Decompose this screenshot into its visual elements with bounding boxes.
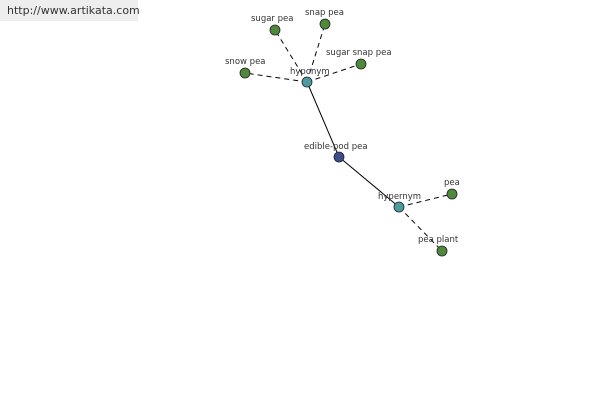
edge-hyponym-sugar-pea — [274, 29, 308, 83]
node-hyponym[interactable] — [301, 76, 313, 88]
edge-center-hyponym — [306, 81, 340, 158]
node-center[interactable] — [333, 151, 345, 163]
node-sugar-pea[interactable] — [269, 24, 281, 36]
edges-layer — [244, 23, 453, 252]
edge-hyponym-snow-pea — [244, 72, 308, 83]
edge-hyponym-sugar-snap-pea — [306, 63, 362, 83]
edge-center-hypernym — [338, 156, 400, 208]
node-label-pea[interactable]: pea — [444, 178, 460, 188]
nodes-layer — [239, 18, 458, 257]
node-label-pea-plant[interactable]: pea plant — [418, 235, 459, 245]
node-snap-pea[interactable] — [319, 18, 331, 30]
node-label-sugar-snap-pea[interactable]: sugar snap pea — [326, 48, 392, 58]
edge-hypernym-pea — [398, 193, 453, 208]
url-banner[interactable]: http://www.artikata.com — [0, 0, 140, 21]
edge-hypernym-pea-plant — [398, 206, 443, 252]
node-hypernym[interactable] — [393, 201, 405, 213]
node-label-hyponym[interactable]: hyponym — [290, 67, 330, 77]
node-label-center[interactable]: edible-pod pea — [304, 142, 368, 152]
node-snow-pea[interactable] — [239, 67, 251, 79]
node-label-sugar-pea[interactable]: sugar pea — [251, 14, 293, 24]
labels-layer: edible-pod pea hyponym hypernym sugar pea sn… — [225, 8, 460, 245]
node-sugar-snap-pea[interactable] — [355, 58, 367, 70]
node-label-snow-pea[interactable]: snow pea — [225, 57, 266, 67]
node-label-snap-pea[interactable]: snap pea — [305, 8, 344, 18]
node-pea[interactable] — [446, 188, 458, 200]
edge-hyponym-snap-pea — [306, 23, 326, 83]
node-pea-plant[interactable] — [436, 245, 448, 257]
node-label-hypernym[interactable]: hypernym — [378, 192, 421, 202]
